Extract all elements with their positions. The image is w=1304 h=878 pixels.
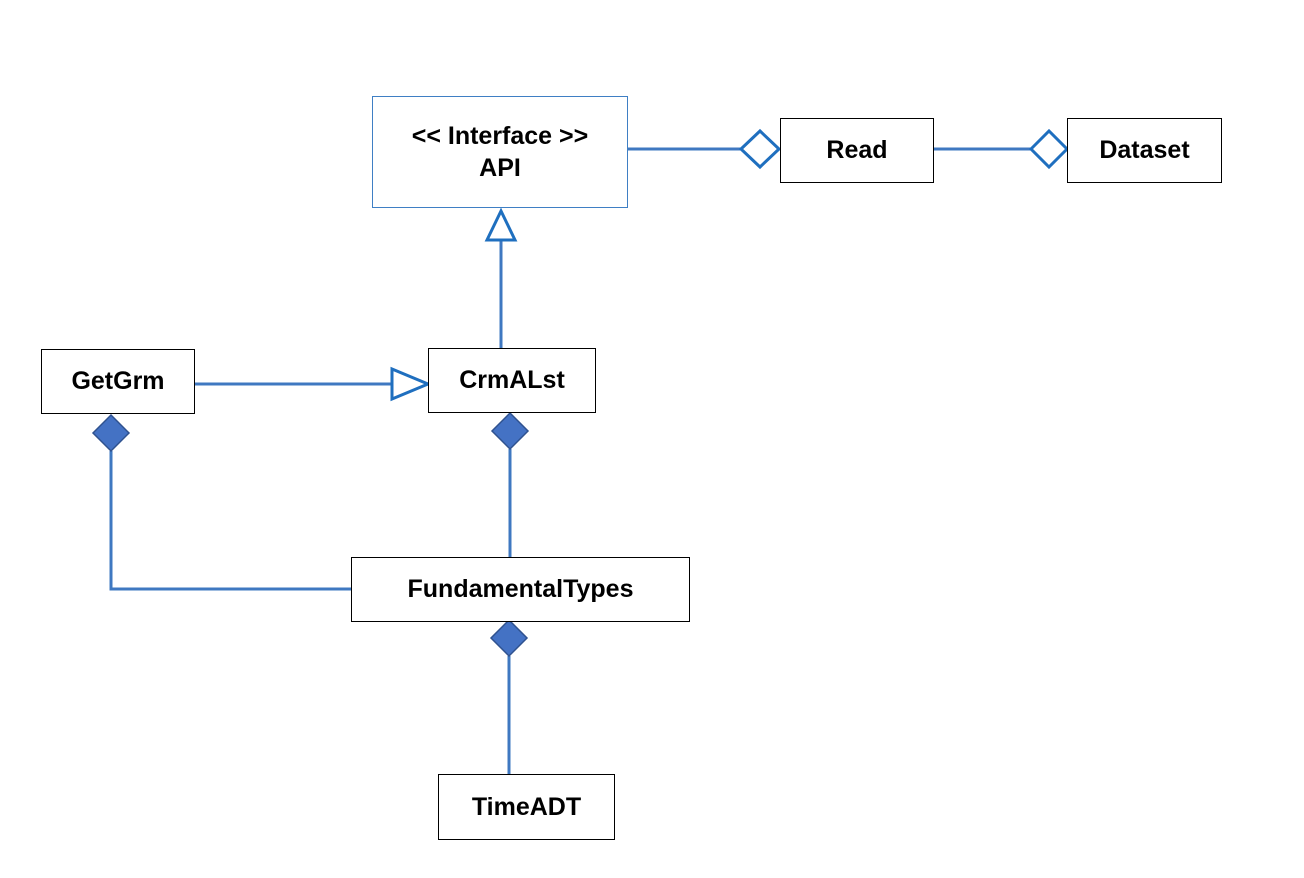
getgrm-composition-diamond <box>91 413 131 453</box>
class-api-interface: << Interface >> API <box>372 96 628 208</box>
getgrm-fundamentaltypes-connector <box>109 451 351 591</box>
read-class-name: Read <box>826 136 888 165</box>
crmalst-composition-diamond <box>490 411 530 451</box>
api-class-name: API <box>479 154 521 182</box>
api-stereotype: << Interface >> <box>411 121 589 150</box>
dataset-aggregation-diamond <box>1028 128 1070 170</box>
class-getgrm: GetGrm <box>41 349 195 414</box>
crmalst-class-name: CrmALst <box>459 366 565 395</box>
dataset-class-name: Dataset <box>1099 136 1190 165</box>
api-realization-arrowhead <box>484 207 518 242</box>
class-timeadt: TimeADT <box>438 774 615 840</box>
fundamentaltypes-class-name: FundamentalTypes <box>407 575 634 604</box>
timeadt-class-name: TimeADT <box>471 792 582 821</box>
class-read: Read <box>780 118 934 183</box>
read-aggregation-diamond <box>738 128 782 170</box>
class-fundamentaltypes: FundamentalTypes <box>351 557 690 622</box>
getgrm-class-name: GetGrm <box>71 367 165 396</box>
class-dataset: Dataset <box>1067 118 1222 183</box>
fundamentaltypes-composition-diamond <box>489 618 529 658</box>
class-crmalst: CrmALst <box>428 348 596 413</box>
crmalst-generalization-arrowhead <box>390 366 432 402</box>
